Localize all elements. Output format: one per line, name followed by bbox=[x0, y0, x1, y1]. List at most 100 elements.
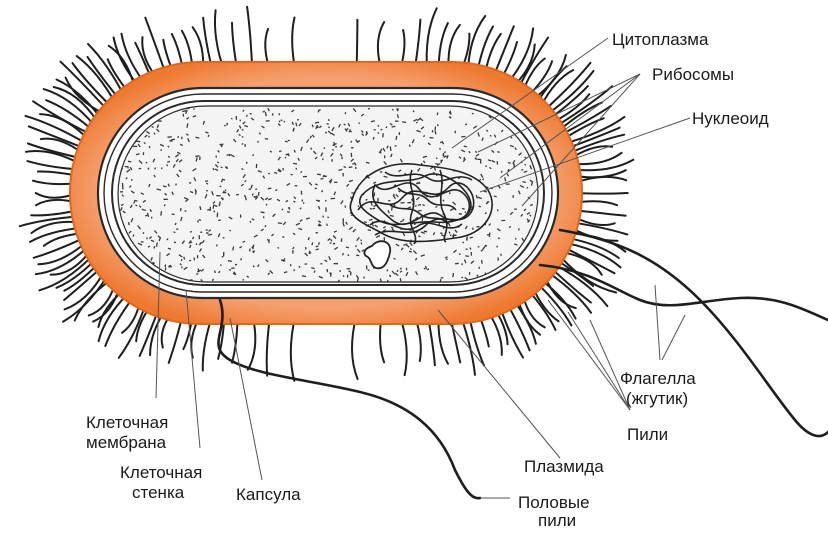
ribosome-dot bbox=[330, 243, 332, 244]
ribosome-dot bbox=[263, 111, 265, 112]
ribosome-dot bbox=[284, 121, 285, 122]
ribosome-dot bbox=[331, 273, 332, 277]
label-flagella-line1: Флагелла bbox=[620, 369, 696, 388]
ribosome-dot bbox=[392, 206, 393, 210]
ribosome-dot bbox=[213, 168, 214, 170]
ribosome-dot bbox=[167, 164, 168, 166]
ribosome-dot bbox=[149, 136, 150, 138]
ribosome-dot bbox=[154, 133, 155, 135]
ribosome-dot bbox=[190, 245, 191, 248]
ribosome-dot bbox=[279, 151, 281, 152]
ribosome-dot bbox=[274, 173, 277, 174]
ribosome-dot bbox=[488, 160, 491, 161]
ribosome-dot bbox=[322, 159, 323, 161]
ribosome-dot bbox=[221, 180, 222, 182]
ribosome-dot bbox=[132, 179, 133, 181]
ribosome-dot bbox=[394, 258, 396, 259]
ribosome-dot bbox=[213, 205, 214, 209]
ribosome-dot bbox=[501, 171, 502, 173]
ribosome-dot bbox=[358, 206, 359, 207]
ribosome-dot bbox=[326, 200, 327, 202]
ribosome-dot bbox=[314, 271, 315, 273]
label-ribosomes: Рибосомы bbox=[652, 65, 734, 84]
ribosome-dot bbox=[441, 278, 444, 279]
ribosome-dot bbox=[247, 162, 248, 164]
label-capsule: Капсула bbox=[236, 485, 301, 504]
ribosome-dot bbox=[387, 270, 388, 272]
ribosome-dot bbox=[374, 193, 375, 197]
ribosome-dot bbox=[318, 110, 319, 113]
ribosome-dot bbox=[242, 143, 243, 144]
ribosome-dot bbox=[351, 272, 352, 275]
ribosome-dot bbox=[261, 212, 265, 213]
pilus-hair bbox=[39, 257, 91, 291]
ribosome-dot bbox=[346, 247, 349, 248]
ribosome-dot bbox=[416, 122, 418, 123]
ribosome-dot bbox=[231, 118, 232, 119]
ribosome-dot bbox=[316, 246, 319, 247]
ribosome-dot bbox=[144, 143, 146, 144]
ribosome-dot bbox=[395, 146, 397, 147]
ribosome-dot bbox=[227, 123, 228, 126]
ribosome-dot bbox=[373, 225, 374, 227]
ribosome-dot bbox=[402, 122, 406, 123]
ribosome-dot bbox=[206, 183, 208, 184]
ribosome-dot bbox=[250, 221, 251, 223]
flagellum-1 bbox=[560, 230, 828, 436]
ribosome-dot bbox=[148, 246, 150, 247]
ribosome-dot bbox=[196, 274, 198, 275]
ribosome-dot bbox=[459, 254, 461, 255]
label-cell-wall-line1: Клеточная bbox=[120, 463, 202, 482]
ribosome-dot bbox=[134, 201, 137, 202]
ribosome-dot bbox=[366, 199, 368, 200]
ribosome-dot bbox=[482, 260, 483, 264]
ribosome-dot bbox=[378, 133, 379, 134]
ribosome-dot bbox=[465, 256, 468, 257]
ribosome-dot bbox=[463, 242, 464, 243]
ribosome-dot bbox=[485, 166, 487, 167]
ribosome-dot bbox=[483, 179, 484, 180]
ribosome-dot bbox=[418, 211, 422, 212]
ribosome-dot bbox=[213, 279, 214, 281]
ribosome-dot bbox=[208, 234, 212, 235]
ribosome-dot bbox=[172, 139, 173, 141]
ribosome-dot bbox=[435, 164, 438, 165]
ribosome-dot bbox=[436, 158, 437, 159]
ribosome-dot bbox=[400, 278, 401, 281]
ribosome-dot bbox=[287, 212, 290, 213]
ribosome-dot bbox=[152, 263, 154, 264]
ribosome-dot bbox=[233, 247, 234, 251]
label-cell-membrane-line2: мембрана bbox=[86, 433, 167, 452]
ribosome-dot bbox=[418, 205, 421, 206]
ribosome-dot bbox=[155, 168, 156, 170]
ribosome-dot bbox=[490, 135, 492, 136]
ribosome-dot bbox=[352, 163, 355, 164]
ribosome-dot bbox=[134, 201, 135, 203]
ribosome-dot bbox=[497, 152, 499, 153]
ribosome-dot bbox=[386, 127, 387, 129]
pilus-hair bbox=[26, 151, 80, 164]
pilus-hair bbox=[36, 248, 87, 274]
ribosome-dot bbox=[494, 196, 497, 197]
ribosome-dot bbox=[293, 163, 297, 164]
ribosome-dot bbox=[373, 137, 374, 140]
ribosome-dot bbox=[302, 276, 306, 277]
ribosome-dot bbox=[246, 115, 247, 117]
ribosome-dot bbox=[309, 251, 310, 254]
ribosome-dot bbox=[340, 270, 341, 272]
ribosome-dot bbox=[147, 237, 148, 239]
ribosome-dot bbox=[303, 203, 304, 204]
ribosome-dot bbox=[196, 137, 200, 138]
ribosome-dot bbox=[391, 227, 393, 228]
ribosome-dot bbox=[315, 122, 319, 123]
ribosome-dot bbox=[228, 261, 232, 262]
ribosome-dot bbox=[220, 186, 222, 187]
ribosome-dot bbox=[176, 184, 177, 186]
ribosome-dot bbox=[176, 229, 178, 230]
ribosome-dot bbox=[265, 139, 268, 140]
pilus-hair bbox=[33, 101, 89, 133]
ribosome-dot bbox=[351, 141, 352, 143]
ribosome-dot bbox=[267, 239, 268, 240]
ribosome-dot bbox=[128, 161, 131, 162]
